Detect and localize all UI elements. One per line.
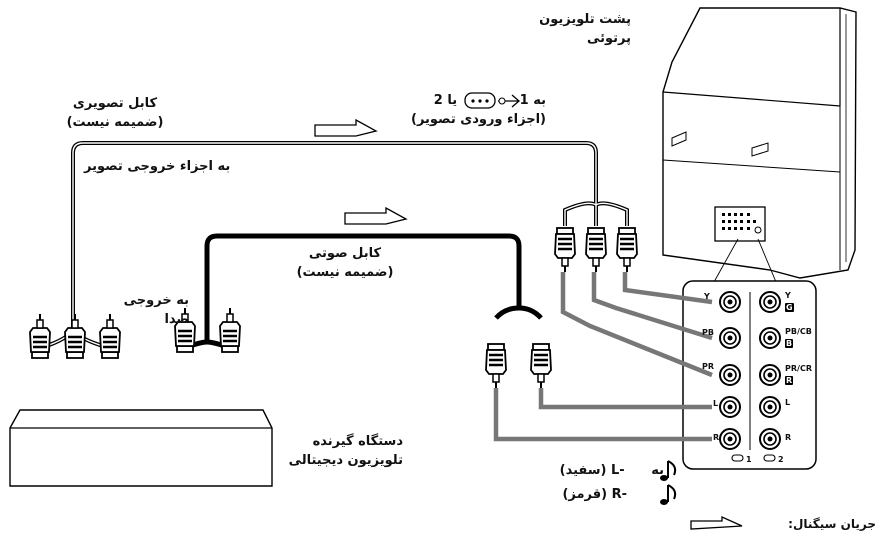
signal-flow-legend: جریان سیگنال: [788,517,876,531]
jack2-g: G [785,303,794,312]
to-inputs-label: به 1 یا 2 (اجزاء ورودی تصویر) [411,93,546,127]
projection-tv [662,7,857,279]
to-lr-label: به L- (سفید) [559,463,664,478]
to-audio-out-label: به خروجی صدا [123,293,189,327]
input-icon-col2 [763,454,776,462]
video-cable-label: کابل تصویری (ضمیمه نیست) [66,96,164,130]
jack2-pr: PR/CR [785,364,812,373]
lr-red-label: R- (قرمز) [562,487,627,502]
video-plugs-top [553,226,639,274]
receiver-label: دستگاه گیرنده تلویزیون دیجیتالی [288,434,403,468]
legend-arrow [690,515,743,530]
jack2-y: Y [785,291,791,300]
jack2-b: B [785,339,794,348]
jack2-r: R [785,433,792,442]
video-input-icon [464,92,520,109]
jack1-l: L [713,399,719,408]
jack1-pr: PR [702,362,715,371]
jack2-l: L [785,398,791,407]
input-icon-col1 [731,454,744,462]
jack2-r-letter: R [785,376,794,385]
audio-flow-arrow [344,206,408,225]
jack1-r: R [713,433,720,442]
audio-plugs-top [484,342,553,390]
signal-flow-arrows [314,118,743,530]
jack1-pb: PB [702,328,714,337]
video-flow-arrow [314,118,378,137]
jack2-pb: PB/CB [785,327,812,336]
audio-cable-label: کابل صوتی (ضمیمه نیست) [296,246,394,280]
jack1-y: Y [704,292,710,301]
signal-cables [493,272,713,442]
audio-note-icon [660,460,677,505]
digital-tv-receiver [9,409,273,487]
jack1-footer: 1 [746,455,752,464]
jack2-footer: 2 [778,455,784,464]
to-video-outputs-label: به اجزاء خروجی تصویر [84,159,231,174]
video-plugs-receiver [28,312,122,360]
tv-back-label: پشت تلویزیون پرتوئی [539,12,631,46]
